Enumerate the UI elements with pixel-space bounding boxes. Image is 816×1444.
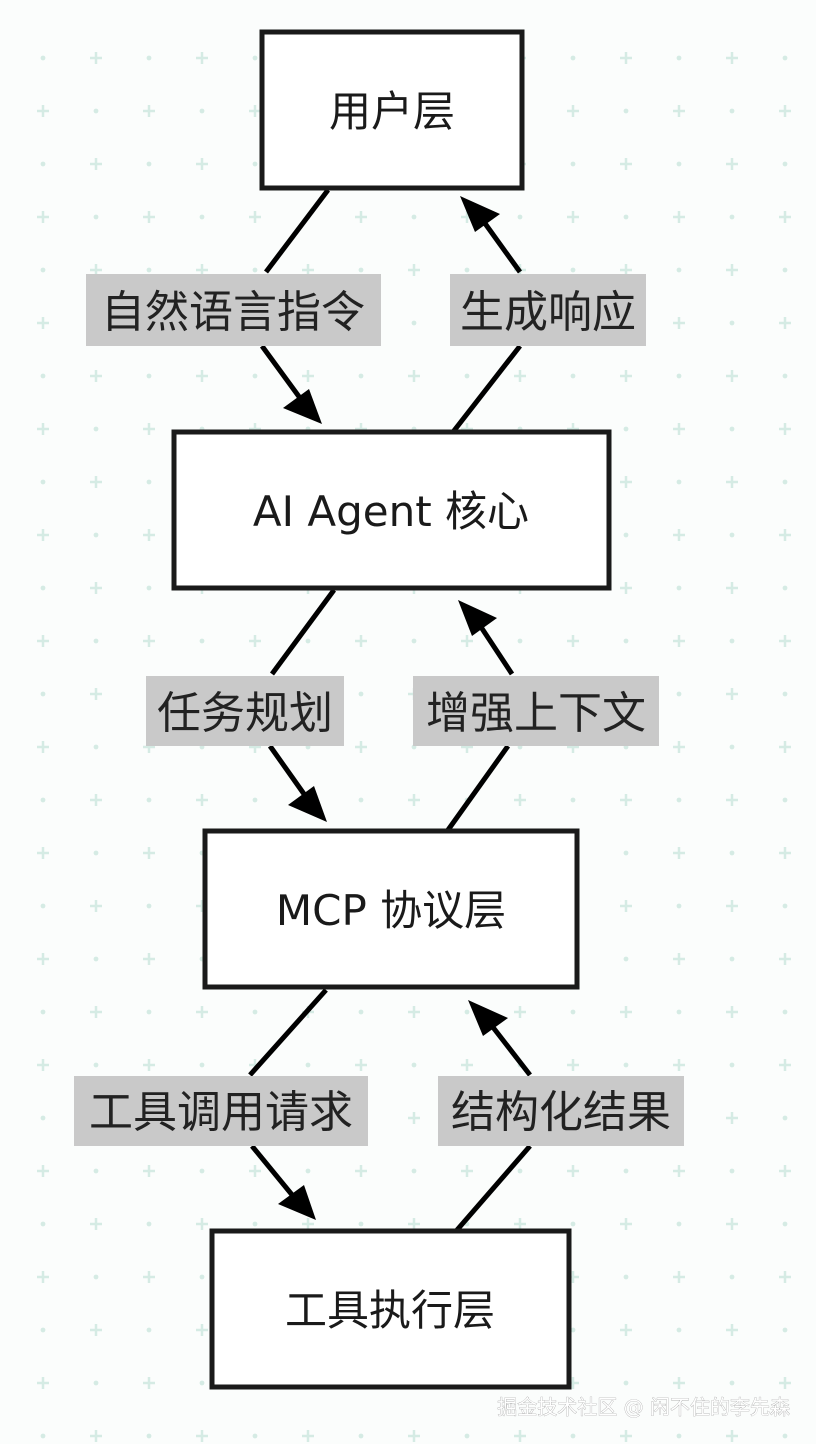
node-label: AI Agent 核心 (253, 487, 529, 536)
node-label: MCP 协议层 (276, 886, 506, 935)
edge-mcp-to-agent (445, 600, 515, 832)
edge-label-task-planning: 任务规划 (146, 676, 344, 746)
arrowhead-icon (458, 600, 497, 636)
edge-user-to-agent (259, 188, 330, 424)
edge-label-generate-response: 生成响应 (450, 274, 646, 346)
edge-label-text: 结构化结果 (451, 1087, 671, 1138)
edge-label-tool-call-request: 工具调用请求 (74, 1076, 368, 1146)
arrowhead-icon (468, 1000, 508, 1036)
edge-label-text: 自然语言指令 (101, 287, 365, 338)
edge-label-enhance-context: 增强上下文 (413, 676, 659, 746)
node-agent-core: AI Agent 核心 (171, 429, 612, 591)
edge-label-text: 工具调用请求 (89, 1087, 353, 1138)
edge-agent-to-mcp (267, 588, 337, 822)
edge-tool-to-mcp (455, 1000, 532, 1232)
edge-mcp-to-tool (248, 988, 328, 1220)
node-mcp-layer: MCP 协议层 (202, 828, 580, 990)
arrowhead-icon (278, 1185, 316, 1220)
node-user-layer: 用户层 (259, 29, 525, 191)
arrowhead-icon (460, 196, 500, 232)
edge-label-natural-language: 自然语言指令 (86, 274, 381, 346)
edge-label-text: 增强上下文 (426, 688, 646, 739)
node-label: 用户层 (329, 87, 455, 136)
watermark-text: 掘金技术社区 @ 闲不住的李先森 (497, 1395, 790, 1419)
arrowhead-icon (283, 389, 322, 424)
node-label: 工具执行层 (285, 1286, 495, 1335)
edge-label-text: 生成响应 (460, 287, 636, 338)
edge-agent-to-user (451, 196, 523, 434)
node-tool-layer: 工具执行层 (209, 1228, 572, 1390)
edge-label-text: 任务规划 (157, 688, 333, 739)
edge-label-structured-result: 结构化结果 (438, 1076, 684, 1146)
arrowhead-icon (288, 786, 327, 822)
